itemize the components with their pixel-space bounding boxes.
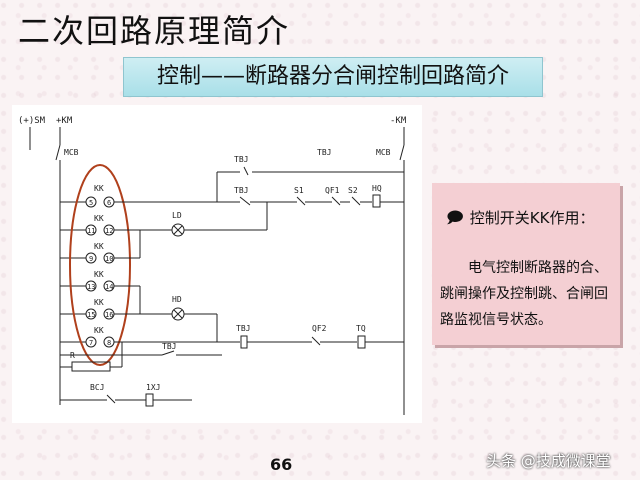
tbj-label-5: TBJ (162, 342, 176, 351)
speech-bubbles-icon: 🗩 (446, 208, 464, 227)
bus-label-km-plus: +KM (56, 116, 73, 126)
hq-label: HQ (372, 184, 382, 193)
svg-text:KK: KK (94, 298, 104, 307)
svg-text:KK: KK (94, 214, 104, 223)
mcb-left-label: MCB (64, 148, 79, 157)
kk-function-note: 🗩 控制开关KK作用： 电气控制断路器的合、跳闸操作及控制跳、合闸回路监视信号状态… (432, 183, 620, 345)
watermark: 头条 @技成微课堂 (486, 452, 611, 470)
note-heading: 控制开关KK作用： (469, 209, 595, 227)
hd-label: HD (172, 295, 182, 304)
svg-text:12: 12 (105, 227, 113, 235)
qf2-label: QF2 (312, 324, 327, 333)
control-circuit-diagram: (+)SM +KM -KM MCB MCB KK 5 6 KK 11 12 KK… (12, 105, 422, 423)
svg-text:13: 13 (87, 283, 95, 291)
svg-text:KK: KK (94, 270, 104, 279)
svg-text:11: 11 (87, 227, 95, 235)
svg-text:9: 9 (89, 255, 93, 263)
tbj-coil (240, 335, 248, 349)
mcb-right-label: MCB (376, 148, 391, 157)
svg-text:7: 7 (89, 339, 93, 347)
bus-label-km-minus: -KM (390, 116, 407, 126)
hq-coil (372, 194, 381, 208)
1xj-coil (145, 393, 154, 407)
bus-label-sm: (+)SM (18, 116, 46, 126)
svg-text:14: 14 (105, 283, 113, 291)
note-body: 电气控制断路器的合、跳闸操作及控制跳、合闸回路监视信号状态。 (440, 260, 608, 328)
s1-label: S1 (294, 186, 304, 195)
tbj-label-2: TBJ (317, 148, 331, 157)
ld-label: LD (172, 211, 182, 220)
svg-text:10: 10 (105, 255, 113, 263)
svg-text:5: 5 (89, 199, 93, 207)
tbj-label-4: TBJ (236, 324, 250, 333)
section-subtitle: 控制——断路器分合闸控制回路简介 (123, 57, 543, 97)
svg-text:16: 16 (105, 311, 113, 319)
kk-switch-contacts: KK 5 6 KK 11 12 KK 9 10 KK 13 14 KK 15 1… (85, 184, 115, 348)
tbj-label-3: TBJ (234, 186, 248, 195)
s2-label: S2 (348, 186, 358, 195)
svg-text:KK: KK (94, 242, 104, 251)
tbj-label-1: TBJ (234, 155, 248, 164)
svg-text:KK: KK (94, 326, 104, 335)
bcj-label: BCJ (90, 383, 104, 392)
qf1-label: QF1 (325, 186, 340, 195)
tq-coil (357, 335, 366, 349)
svg-text:6: 6 (107, 199, 111, 207)
svg-text:KK: KK (94, 184, 104, 193)
1xj-label: 1XJ (146, 383, 160, 392)
svg-text:8: 8 (107, 339, 111, 347)
page-number: 66 (270, 455, 293, 474)
kk-highlight-oval (69, 164, 131, 366)
mcb-left-switch (55, 144, 61, 161)
page-title: 二次回路原理简介 (18, 12, 291, 50)
tq-label: TQ (356, 324, 366, 333)
mcb-right-switch (399, 144, 405, 161)
svg-text:15: 15 (87, 311, 95, 319)
